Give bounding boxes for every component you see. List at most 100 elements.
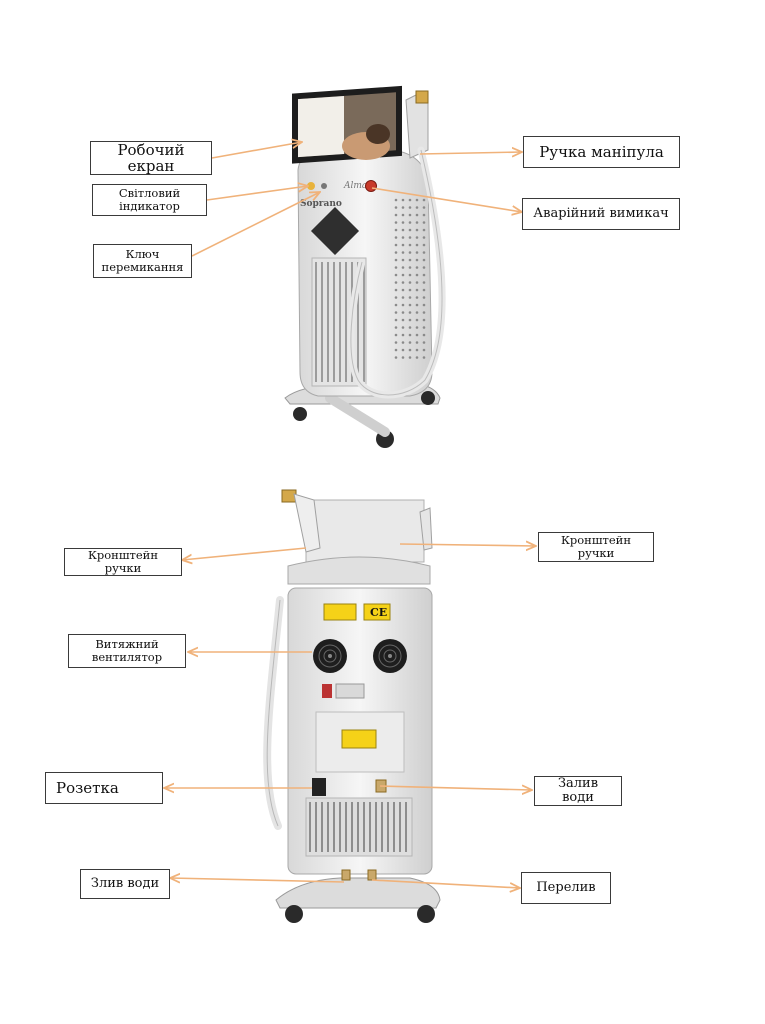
- vent-hole: [408, 236, 412, 239]
- label-switch-key: Ключ перемикання: [93, 244, 192, 278]
- ce-label: [363, 603, 391, 621]
- emergency-stop-button[interactable]: [365, 180, 377, 192]
- vent-hole: [415, 333, 419, 337]
- label-socket: Розетка: [45, 772, 163, 804]
- label-water-inlet: Залив води: [534, 776, 622, 806]
- vent-hole: [401, 326, 405, 329]
- handpiece-tip: [415, 90, 429, 104]
- arrow-water-inlet: [379, 786, 532, 790]
- vent-hole: [422, 236, 426, 239]
- vent-hole: [422, 206, 426, 209]
- vent-hole: [422, 266, 426, 269]
- vent-hole: [401, 296, 405, 299]
- vent-hole: [415, 281, 419, 284]
- vent-hole: [408, 258, 412, 262]
- vent-hole: [401, 243, 405, 247]
- vent-hole: [408, 221, 412, 224]
- label-exhaust-fan: Витяжний вентилятор: [68, 634, 186, 668]
- vent-hole: [394, 206, 398, 209]
- vent-hole: [415, 258, 419, 262]
- front-script-text: Alma: [343, 181, 367, 191]
- vent-hole: [401, 311, 405, 314]
- vent-hole: [415, 311, 419, 314]
- vent-hole: [394, 273, 398, 277]
- exhaust-fan-left: [313, 639, 347, 673]
- callout-arrows: [164, 142, 536, 888]
- vent-hole: [394, 348, 398, 352]
- vent-hole: [415, 348, 419, 352]
- vent-hole: [408, 333, 412, 337]
- vent-hole: [394, 288, 398, 292]
- vent-hole: [408, 296, 412, 299]
- overflow-port[interactable]: [367, 869, 377, 881]
- vent-hole: [401, 273, 405, 277]
- vent-hole: [394, 341, 398, 344]
- vent-hole: [408, 318, 412, 322]
- warning-label-top: [323, 603, 357, 621]
- vent-hole: [394, 318, 398, 322]
- vent-hole: [422, 318, 426, 322]
- vent-hole: [422, 333, 426, 337]
- vent-hole: [422, 288, 426, 292]
- vent-hole: [394, 213, 398, 217]
- vent-hole: [401, 288, 405, 292]
- vent-hole: [408, 341, 412, 344]
- label-overflow: Перелив: [521, 872, 611, 904]
- power-socket[interactable]: [312, 778, 326, 796]
- arrow-overflow: [371, 879, 520, 888]
- vent-hole: [415, 356, 419, 359]
- vent-hole: [422, 228, 426, 232]
- vent-hole: [408, 251, 412, 254]
- vent-hole: [408, 326, 412, 329]
- vent-hole: [394, 251, 398, 254]
- vent-hole: [408, 228, 412, 232]
- vent-hole: [394, 198, 398, 202]
- arrow-working-screen: [211, 142, 302, 159]
- vent-hole: [401, 221, 405, 224]
- vent-hole: [408, 281, 412, 284]
- vent-hole: [394, 296, 398, 299]
- label-working-screen: Робочий екран: [90, 141, 212, 175]
- vent-hole: [401, 251, 405, 254]
- vent-hole: [415, 213, 419, 217]
- vent-hole: [422, 341, 426, 344]
- vent-hole: [401, 228, 405, 232]
- working-screen-display[interactable]: [292, 85, 402, 164]
- water-drain-port[interactable]: [341, 869, 351, 881]
- arrow-handpiece-handle: [419, 152, 522, 154]
- vent-hole: [401, 236, 405, 239]
- vent-hole: [422, 356, 426, 359]
- vent-hole: [394, 243, 398, 247]
- vent-hole: [401, 258, 405, 262]
- vent-hole: [401, 266, 405, 269]
- vent-hole: [422, 221, 426, 224]
- vent-hole: [408, 303, 412, 307]
- vent-hole: [408, 198, 412, 202]
- front-badge: [310, 206, 360, 256]
- vent-hole: [394, 266, 398, 269]
- vent-hole: [401, 198, 405, 202]
- label-water-drain: Злив води: [80, 869, 170, 899]
- vent-hole: [408, 356, 412, 359]
- label-handle-bracket-left: Кронштейн ручки: [64, 548, 182, 576]
- vent-hole: [415, 341, 419, 344]
- vent-hole: [422, 213, 426, 217]
- vent-hole: [422, 281, 426, 284]
- vent-hole: [408, 273, 412, 277]
- vent-hole: [415, 296, 419, 299]
- arrow-bracket-left: [182, 547, 307, 560]
- vent-hole: [415, 266, 419, 269]
- arrow-switch-key: [191, 192, 320, 257]
- arrow-water-drain: [170, 878, 345, 882]
- vent-hole: [408, 206, 412, 209]
- warning-label-mid: [341, 729, 377, 749]
- switch-key-knob[interactable]: [321, 183, 327, 189]
- front-wheel-right: [421, 391, 435, 405]
- front-wheel-left: [293, 407, 307, 421]
- vent-hole: [394, 236, 398, 239]
- exhaust-fan-right: [373, 639, 407, 673]
- vent-hole: [422, 326, 426, 329]
- light-indicator-lamp: [307, 182, 315, 190]
- vent-hole: [394, 228, 398, 232]
- vent-hole: [422, 303, 426, 307]
